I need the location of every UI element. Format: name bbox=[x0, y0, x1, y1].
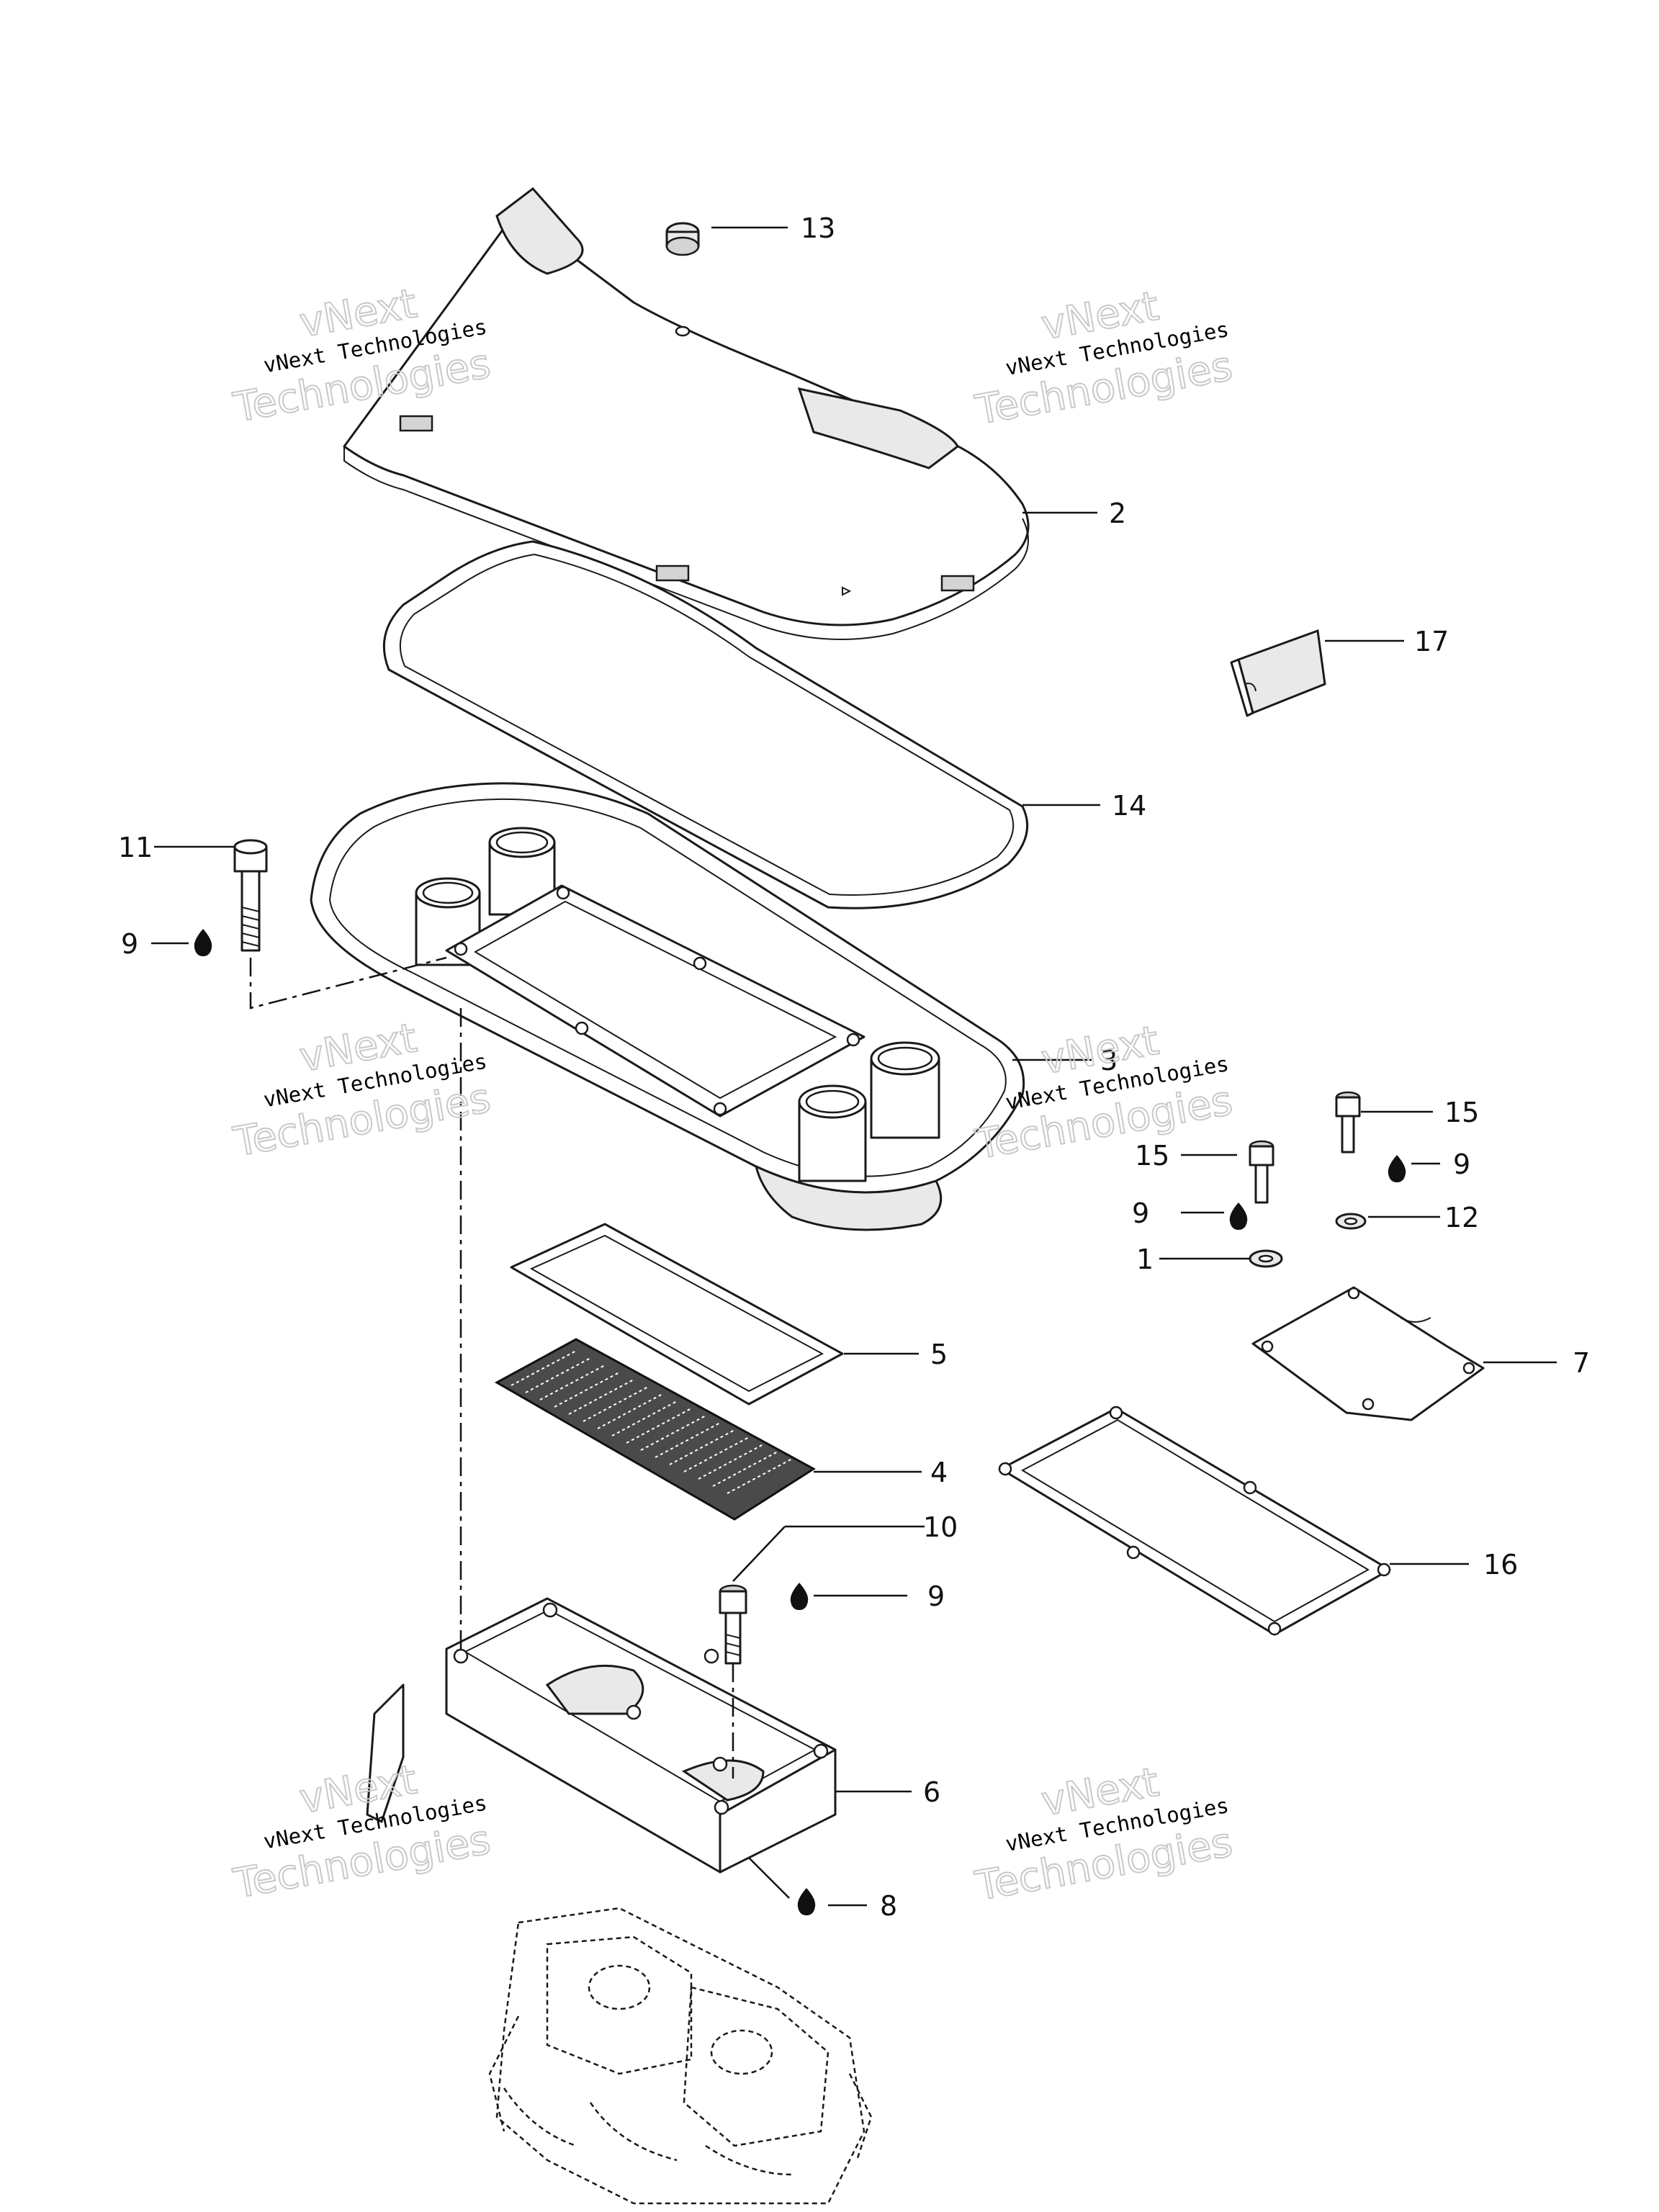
drop-icon bbox=[790, 1583, 809, 1610]
callout-9c: 9 bbox=[1132, 1197, 1149, 1229]
air-box-cover-part bbox=[343, 186, 1030, 640]
callout-10: 10 bbox=[923, 1511, 958, 1543]
callout-6: 6 bbox=[923, 1776, 940, 1808]
bolt-11-part bbox=[233, 839, 268, 952]
drop-icon bbox=[1229, 1202, 1248, 1230]
gasket-16-part bbox=[998, 1406, 1391, 1636]
callout-11: 11 bbox=[118, 832, 153, 863]
clip-part bbox=[1230, 629, 1326, 717]
leader-lines bbox=[151, 226, 1557, 1907]
watermark-top-right: vNext Technologies vNext Technologies bbox=[971, 282, 1237, 435]
adaptor-6-part bbox=[366, 1597, 837, 1874]
callout-7: 7 bbox=[1573, 1347, 1590, 1379]
callout-13: 13 bbox=[801, 212, 835, 244]
callout-labels: 13 2 17 14 11 9 3 15 15 9 9 12 1 5 7 4 1… bbox=[118, 212, 1590, 1922]
callout-5: 5 bbox=[930, 1339, 948, 1370]
seal-part bbox=[382, 540, 1029, 909]
callout-9a: 9 bbox=[121, 928, 138, 960]
assembly-lines bbox=[249, 956, 734, 1779]
engine-reference-part bbox=[488, 1907, 873, 2205]
air-box-base-part bbox=[310, 782, 1025, 1231]
callout-15a: 15 bbox=[1444, 1097, 1479, 1128]
callout-8: 8 bbox=[880, 1890, 897, 1922]
callout-4: 4 bbox=[930, 1457, 948, 1488]
small-bolts bbox=[719, 1091, 1361, 1665]
callout-1: 1 bbox=[1136, 1244, 1154, 1275]
watermark-bottom-right: vNext Technologies vNext Technologies bbox=[971, 1758, 1237, 1911]
gasket-5-part bbox=[510, 1223, 844, 1406]
grommet-part bbox=[665, 222, 700, 256]
drop-icon bbox=[1388, 1155, 1406, 1182]
watermark-mid-left: vNext Technologies vNext Technologies bbox=[229, 1014, 495, 1166]
drop-icon bbox=[797, 1888, 816, 1915]
callout-2: 2 bbox=[1109, 498, 1126, 529]
callout-9d: 9 bbox=[927, 1581, 945, 1612]
screen-4-part bbox=[494, 1338, 816, 1521]
callout-15b: 15 bbox=[1135, 1140, 1169, 1172]
bracket-7-part bbox=[1251, 1286, 1485, 1421]
drop-icon bbox=[194, 929, 212, 956]
watermark-bottom-left: vNext Technologies vNext Technologies bbox=[229, 1755, 495, 1908]
washers bbox=[1249, 1213, 1367, 1268]
callout-14: 14 bbox=[1112, 790, 1146, 822]
callout-16: 16 bbox=[1483, 1549, 1518, 1581]
callout-12: 12 bbox=[1444, 1202, 1479, 1233]
adhesive-drop-icons bbox=[194, 929, 1406, 1915]
callout-9b: 9 bbox=[1453, 1148, 1470, 1180]
callout-17: 17 bbox=[1414, 626, 1449, 657]
callout-3: 3 bbox=[1100, 1045, 1118, 1076]
